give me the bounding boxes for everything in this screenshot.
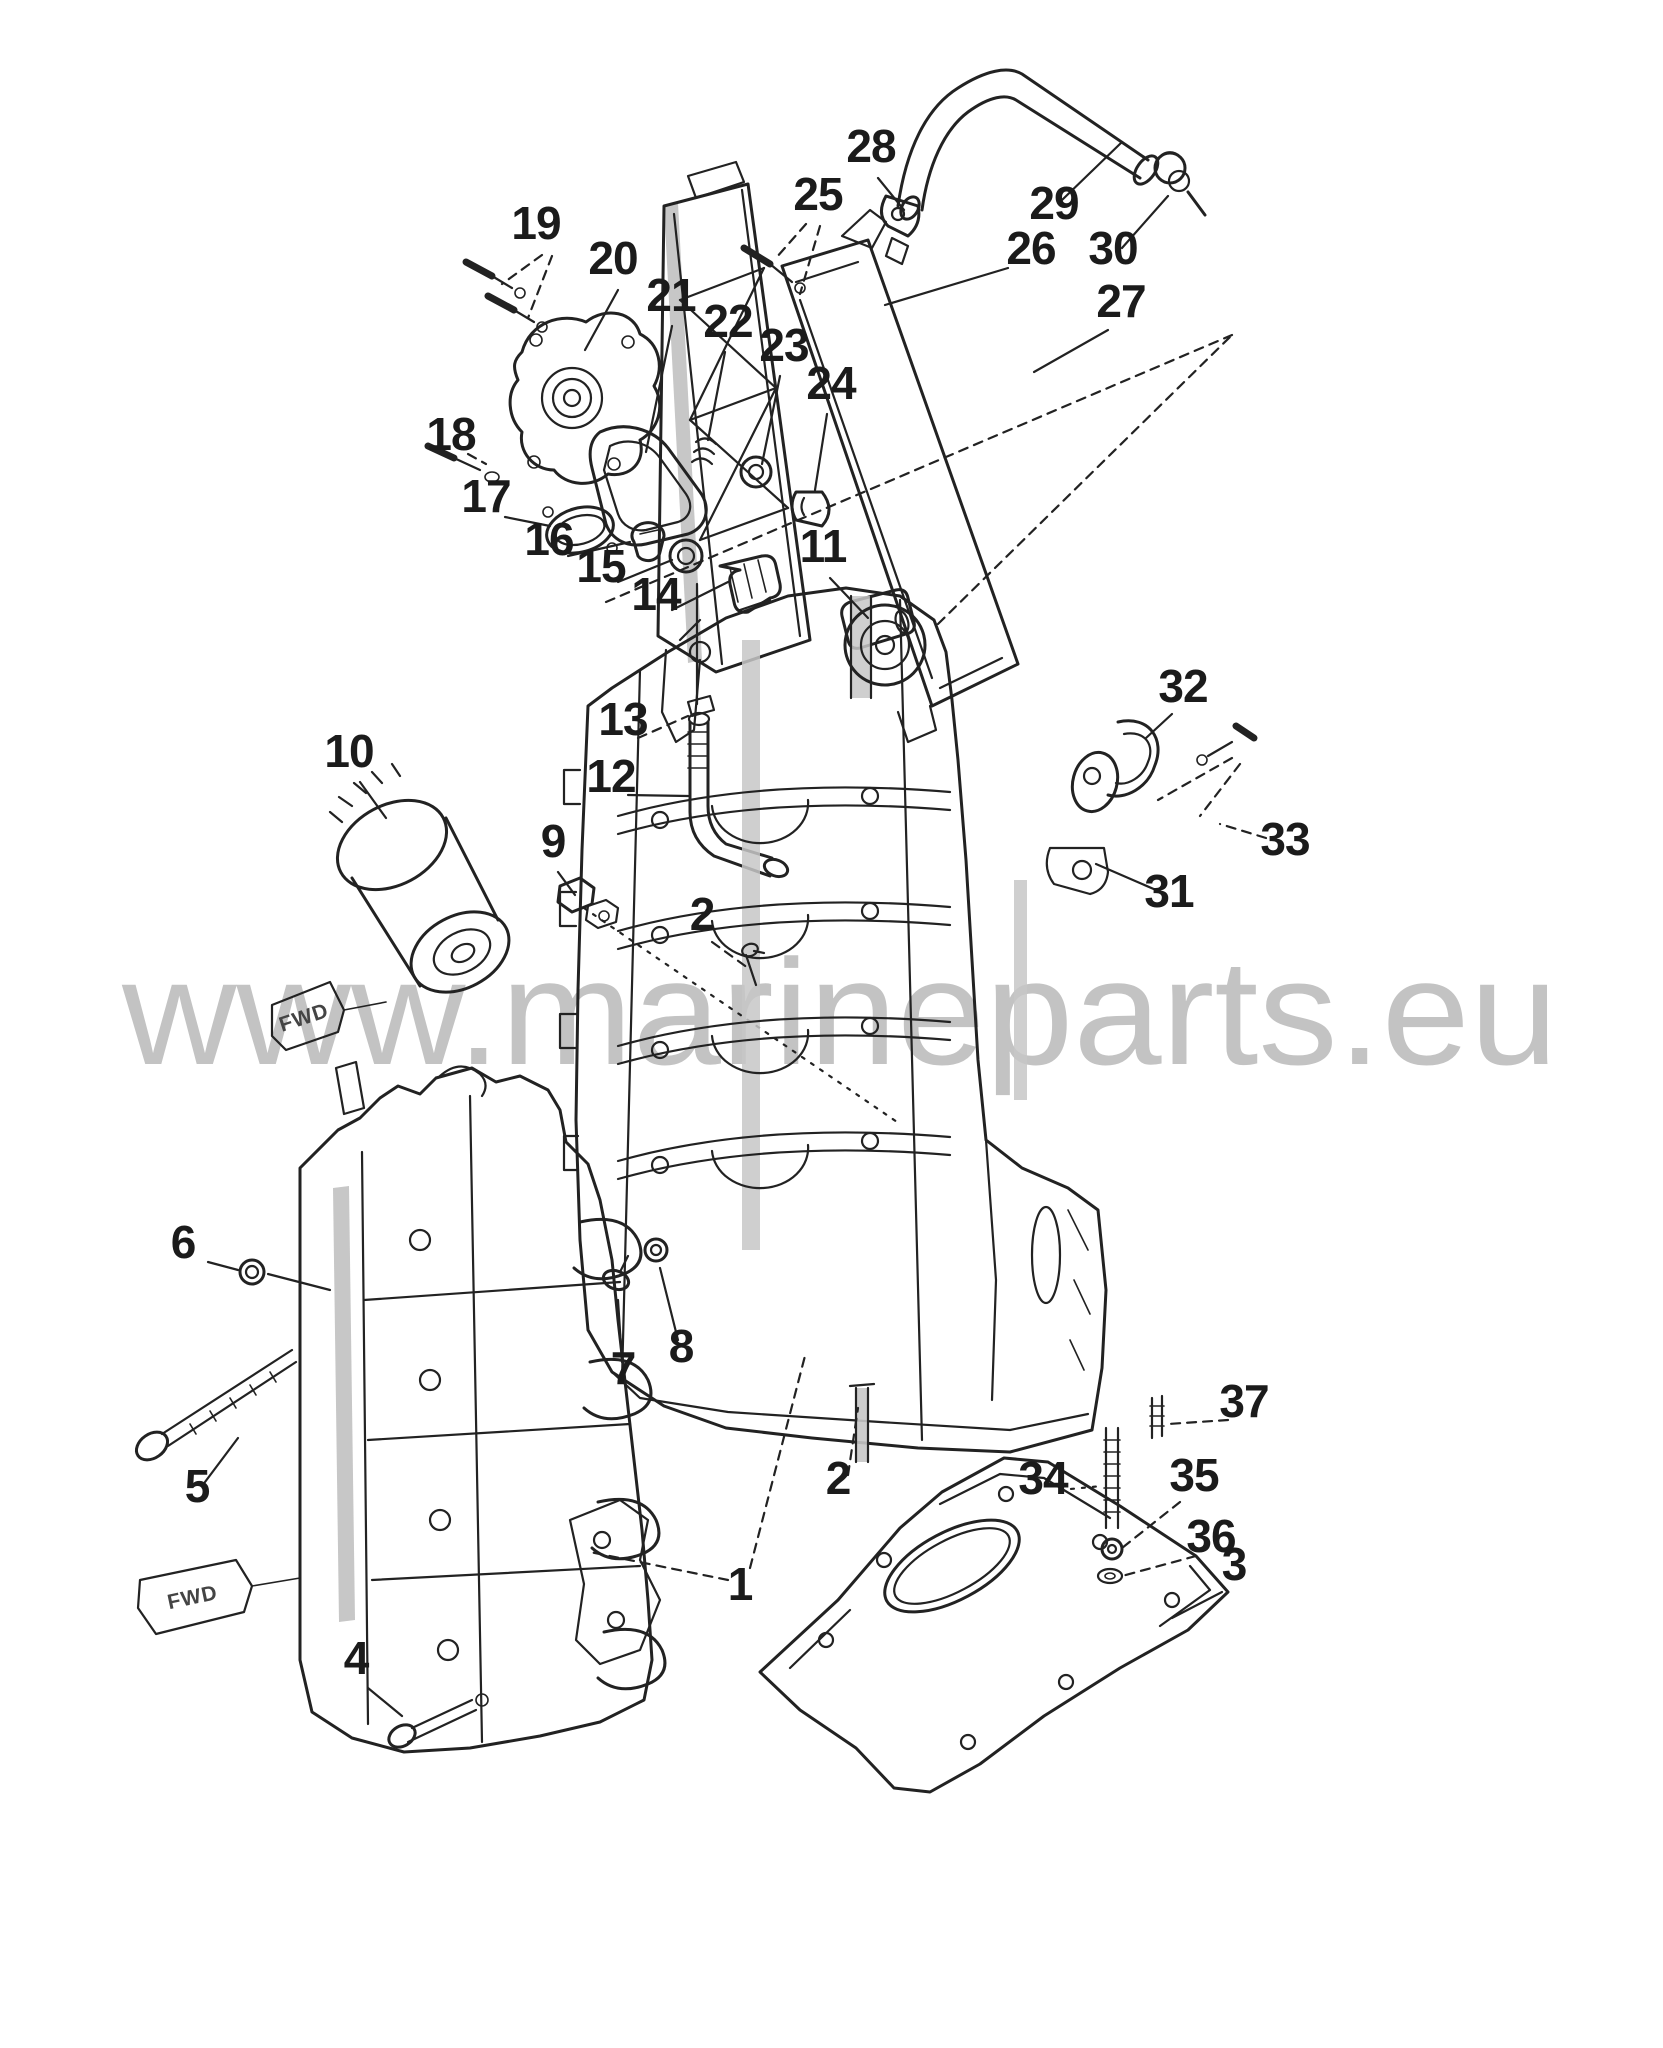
callout-10: 10	[324, 725, 373, 777]
bolt-19a-drawing	[462, 258, 526, 299]
callout-20: 20	[588, 232, 637, 284]
callout-25: 25	[793, 168, 843, 220]
oil-filter-drawing	[328, 762, 511, 994]
assembly-dashed-lines	[582, 333, 1234, 1126]
callout-8: 8	[669, 1320, 694, 1372]
thermostat-gasket-drawing	[588, 425, 708, 547]
stud-34-drawing	[1103, 1426, 1121, 1530]
callout-17: 17	[461, 470, 510, 522]
fwd-label: FWD	[165, 1581, 219, 1614]
stud-2-lower-drawing	[848, 1382, 876, 1464]
callout-15: 15	[576, 540, 626, 592]
callout-34: 34	[1018, 1452, 1069, 1504]
callout-30: 30	[1088, 222, 1137, 274]
callout-9: 9	[541, 815, 566, 867]
callout-13: 13	[598, 693, 647, 745]
fwd-tag-head: FWD	[136, 1558, 301, 1636]
callout-5: 5	[185, 1460, 210, 1512]
callout-7: 7	[611, 1342, 636, 1394]
thermostat-spring-drawing	[690, 437, 718, 466]
callout-27: 27	[1096, 275, 1145, 327]
bolt-18-drawing	[424, 442, 500, 483]
callout-33: 33	[1260, 813, 1309, 865]
bracket-bolt-drawing	[1156, 722, 1258, 818]
callout-26: 26	[1006, 222, 1055, 274]
inner-exhaust-plate-drawing	[656, 160, 812, 744]
bolt-2-upper-drawing	[741, 942, 766, 987]
cylinder-block-drawing	[558, 586, 1108, 1454]
hose-clamp-drawing	[1153, 151, 1207, 217]
callout-4: 4	[344, 1632, 370, 1684]
stud-37-drawing	[1149, 1394, 1165, 1440]
callout-24: 24	[806, 357, 857, 409]
callout-19: 19	[511, 197, 560, 249]
callout-6: 6	[171, 1216, 196, 1268]
nut-35-drawing	[1100, 1537, 1124, 1561]
breather-pipe-drawing	[686, 582, 790, 879]
seal-15-drawing	[668, 538, 704, 574]
callout-29: 29	[1029, 177, 1078, 229]
watermark-text: www.marineparts.eu	[121, 928, 1558, 1096]
callout-3: 3	[1222, 1538, 1247, 1590]
callout-28: 28	[846, 120, 896, 172]
hose-joint-drawing	[880, 194, 921, 266]
bolt-4-drawing	[387, 1693, 489, 1749]
cylinder-head-drawing	[298, 1060, 667, 1754]
callout-37: 37	[1219, 1375, 1268, 1427]
callout-1: 1	[728, 1558, 753, 1610]
anchor-bracket-drawing	[1070, 719, 1160, 814]
callout-leaders	[203, 140, 1268, 1718]
callout-2: 2	[690, 888, 715, 940]
callout-2: 2	[826, 1452, 851, 1504]
callout-36: 36	[1186, 1510, 1235, 1562]
callout-35: 35	[1169, 1449, 1219, 1501]
thermostat-seat-drawing	[739, 455, 773, 489]
callout-11: 11	[800, 520, 847, 572]
callout-23: 23	[759, 319, 808, 371]
grommet-16-drawing	[630, 521, 666, 563]
lower-plate-drawing	[568, 1456, 1230, 1794]
callout-12: 12	[586, 750, 635, 802]
bolt-19b-drawing	[484, 292, 548, 333]
callout-14: 14	[631, 568, 682, 620]
callout-32: 32	[1158, 660, 1207, 712]
thermostat-valve-drawing	[790, 490, 831, 528]
water-hose-drawing	[896, 68, 1160, 221]
nut-6-drawing	[238, 1258, 332, 1292]
bolt-5-drawing	[134, 1348, 298, 1462]
block-boss-drawing	[1045, 846, 1110, 896]
callout-31: 31	[1144, 865, 1194, 917]
thermostat-housing-drawing	[508, 311, 662, 485]
washer-8-drawing	[643, 1237, 669, 1263]
anode-plug-14-drawing	[718, 554, 782, 614]
callout-16: 16	[524, 513, 573, 565]
callout-21: 21	[646, 269, 696, 321]
callout-18: 18	[426, 408, 476, 460]
fwd-tag-filter: FWD	[270, 980, 387, 1052]
washer-36-drawing	[1096, 1567, 1124, 1585]
bolt-7-drawing	[601, 1254, 631, 1292]
callout-22: 22	[703, 295, 752, 347]
